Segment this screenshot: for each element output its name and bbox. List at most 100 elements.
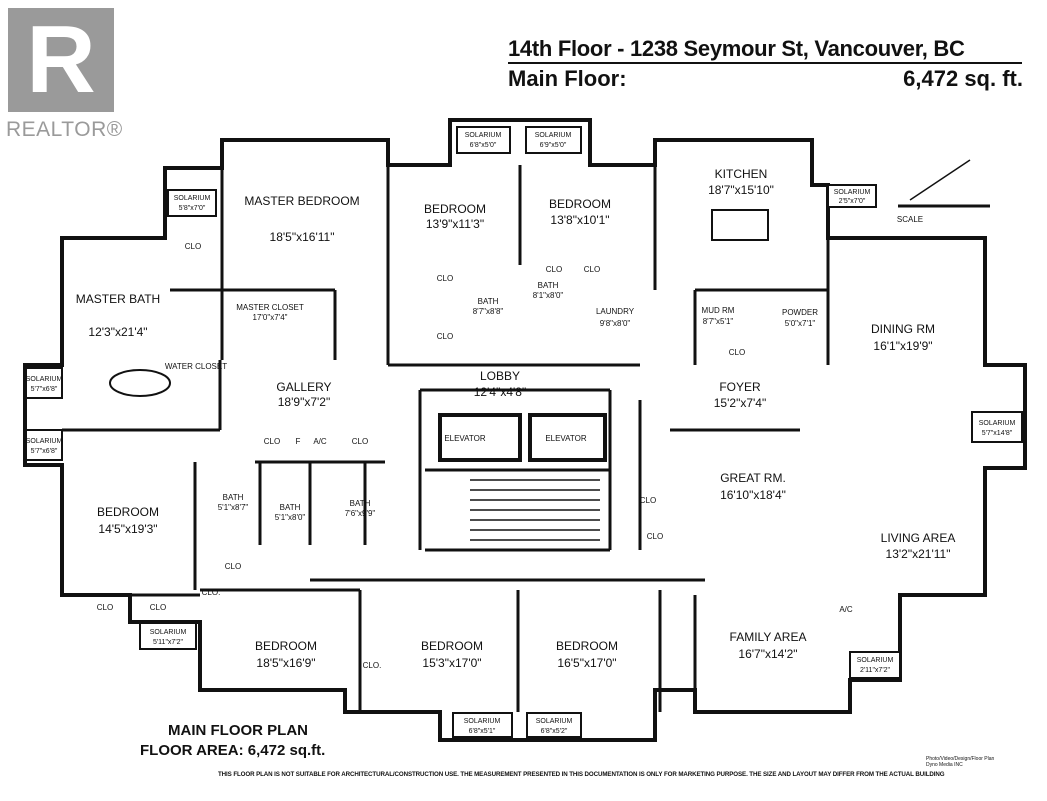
room-name-bath2: BATH: [223, 493, 244, 502]
clo-dot-label-1: CLO.: [202, 588, 221, 597]
room-name-bath4: BATH: [280, 503, 301, 512]
room-dims-bedroom-n1: 13'9"x11'3": [426, 217, 484, 231]
room-name-mud: MUD RM: [702, 306, 735, 315]
solarium-dims-9: 2'11"x7'2": [860, 667, 891, 674]
room-dims-great: 16'10"x18'4": [720, 488, 786, 502]
room-dims-master-bedroom: 18'5"x16'11": [270, 230, 335, 244]
scale-label: SCALE: [897, 215, 923, 224]
clo-label-9: CLO: [97, 603, 113, 612]
water-closet-label: WATER CLOSET: [165, 362, 227, 371]
ac-label-2: A/C: [839, 605, 853, 614]
solarium-name-3: SOLARIUM: [174, 195, 211, 202]
solarium-dims-7: 5'7"x14'8": [982, 430, 1013, 437]
room-dims-bath4: 5'1"x8'0": [275, 513, 306, 522]
plan-title: MAIN FLOOR PLAN: [168, 722, 308, 739]
solarium-dims-5: 5'7"x6'8": [31, 386, 58, 393]
solarium-dims-10: 6'8"x5'1": [469, 728, 496, 735]
room-dims-bath1: 8'7"x8'8": [473, 307, 504, 316]
room-name-lobby: LOBBY: [480, 369, 520, 383]
clo-dot-label-2: CLO.: [363, 661, 382, 670]
room-name-bedroom-n2: BEDROOM: [549, 197, 611, 211]
room-dims-living: 13'2"x21'11": [886, 547, 951, 561]
solarium-dims-2: 6'9"x5'0": [540, 142, 567, 149]
room-dims-bath3: 7'6"x9'9": [345, 509, 376, 518]
room-name-bedroom-n1: BEDROOM: [424, 202, 486, 216]
room-dims-bedroom-w: 14'5"x19'3": [98, 522, 157, 536]
clo-label-13: CLO: [225, 562, 241, 571]
room-dims-bedroom-n2: 13'8"x10'1": [550, 213, 609, 227]
room-dims-bath5: 8'1"x8'0": [533, 291, 564, 300]
room-name-family: FAMILY AREA: [730, 630, 807, 644]
room-name-master-closet: MASTER CLOSET: [236, 303, 304, 312]
room-name-bedroom-s1: BEDROOM: [255, 639, 317, 653]
room-dims-kitchen: 18'7"x15'10": [708, 183, 774, 197]
listing-title: 14th Floor - 1238 Seymour St, Vancouver,…: [508, 36, 965, 61]
room-name-bedroom-s3: BEDROOM: [556, 639, 618, 653]
room-name-laundry: LAUNDRY: [596, 307, 635, 316]
solarium-dims-11: 6'8"x5'2": [541, 728, 568, 735]
realtor-logo-mark: R: [8, 8, 114, 112]
floor-area-header: 6,472 sq. ft.: [903, 66, 1023, 91]
room-name-bath3: BATH: [350, 499, 371, 508]
solarium-dims-6: 5'7"x6'8": [31, 448, 58, 455]
elevator-label-1: ELEVATOR: [444, 434, 486, 443]
room-dims-master-bath: 12'3"x21'4": [88, 325, 147, 339]
room-dims-bath2: 5'1"x8'7": [218, 503, 249, 512]
clo-label-10: CLO: [150, 603, 166, 612]
solarium-name-4: SOLARIUM: [834, 189, 871, 196]
f-label: F: [296, 437, 301, 446]
room-name-bedroom-w: BEDROOM: [97, 505, 159, 519]
room-name-living: LIVING AREA: [881, 531, 956, 545]
clo-label-8: CLO: [352, 437, 368, 446]
clo-label-5: CLO: [584, 265, 600, 274]
room-name-bath1: BATH: [478, 297, 499, 306]
room-dims-dining: 16'1"x19'9": [873, 339, 932, 353]
room-dims-family: 16'7"x14'2": [738, 647, 797, 661]
solarium-name-2: SOLARIUM: [535, 132, 572, 139]
solarium-name-1: SOLARIUM: [465, 132, 502, 139]
clo-label-7: CLO: [264, 437, 280, 446]
clo-label-3: CLO: [437, 332, 453, 341]
room-name-great: GREAT RM.: [720, 471, 786, 485]
solarium-name-9: SOLARIUM: [857, 657, 894, 664]
solarium-name-11: SOLARIUM: [536, 718, 573, 725]
clo-label-1: CLO: [185, 242, 201, 251]
solarium-name-7: SOLARIUM: [979, 420, 1016, 427]
room-name-kitchen: KITCHEN: [715, 167, 768, 181]
room-name-master-bath: MASTER BATH: [76, 292, 160, 306]
room-dims-foyer: 15'2"x7'4": [714, 396, 766, 410]
clo-label-2: CLO: [437, 274, 453, 283]
room-name-bedroom-s2: BEDROOM: [421, 639, 483, 653]
room-dims-laundry: 9'8"x8'0": [600, 319, 631, 328]
room-name-powder: POWDER: [782, 308, 818, 317]
solarium-name-5: SOLARIUM: [26, 376, 63, 383]
realtor-logo-text: REALTOR®: [6, 118, 123, 141]
solarium-name-10: SOLARIUM: [464, 718, 501, 725]
clo-label-4: CLO: [546, 265, 562, 274]
room-dims-lobby: 12'4"x4'8": [474, 385, 526, 399]
room-name-bath5: BATH: [538, 281, 559, 290]
room-dims-master-closet: 17'0"x7'4": [253, 313, 288, 322]
elevator-label-2: ELEVATOR: [545, 434, 587, 443]
solarium-dims-1: 6'8"x5'0": [470, 142, 497, 149]
room-dims-powder: 5'0"x7'1": [785, 319, 816, 328]
room-dims-gallery: 18'9"x7'2": [278, 395, 330, 409]
realtor-logo-letter: R: [26, 6, 96, 113]
solarium-name-6: SOLARIUM: [26, 438, 63, 445]
clo-label-11: CLO: [647, 532, 663, 541]
realtor-logo: R REALTOR®: [6, 8, 126, 143]
disclaimer-text: THIS FLOOR PLAN IS NOT SUITABLE FOR ARCH…: [218, 771, 945, 778]
floor-label: Main Floor:: [508, 66, 627, 91]
room-name-dining: DINING RM: [871, 322, 935, 336]
ac-label-1: A/C: [313, 437, 327, 446]
room-dims-bedroom-s2: 15'3"x17'0": [422, 656, 481, 670]
solarium-dims-8: 5'11"x7'2": [153, 639, 184, 646]
title-underline: [508, 62, 1022, 64]
solarium-name-8: SOLARIUM: [150, 629, 187, 636]
room-dims-mud: 8'7"x5'1": [703, 317, 734, 326]
room-name-foyer: FOYER: [719, 380, 761, 394]
plan-floor-area: FLOOR AREA: 6,472 sq.ft.: [140, 742, 326, 759]
solarium-dims-3: 5'8"x7'0": [179, 205, 206, 212]
